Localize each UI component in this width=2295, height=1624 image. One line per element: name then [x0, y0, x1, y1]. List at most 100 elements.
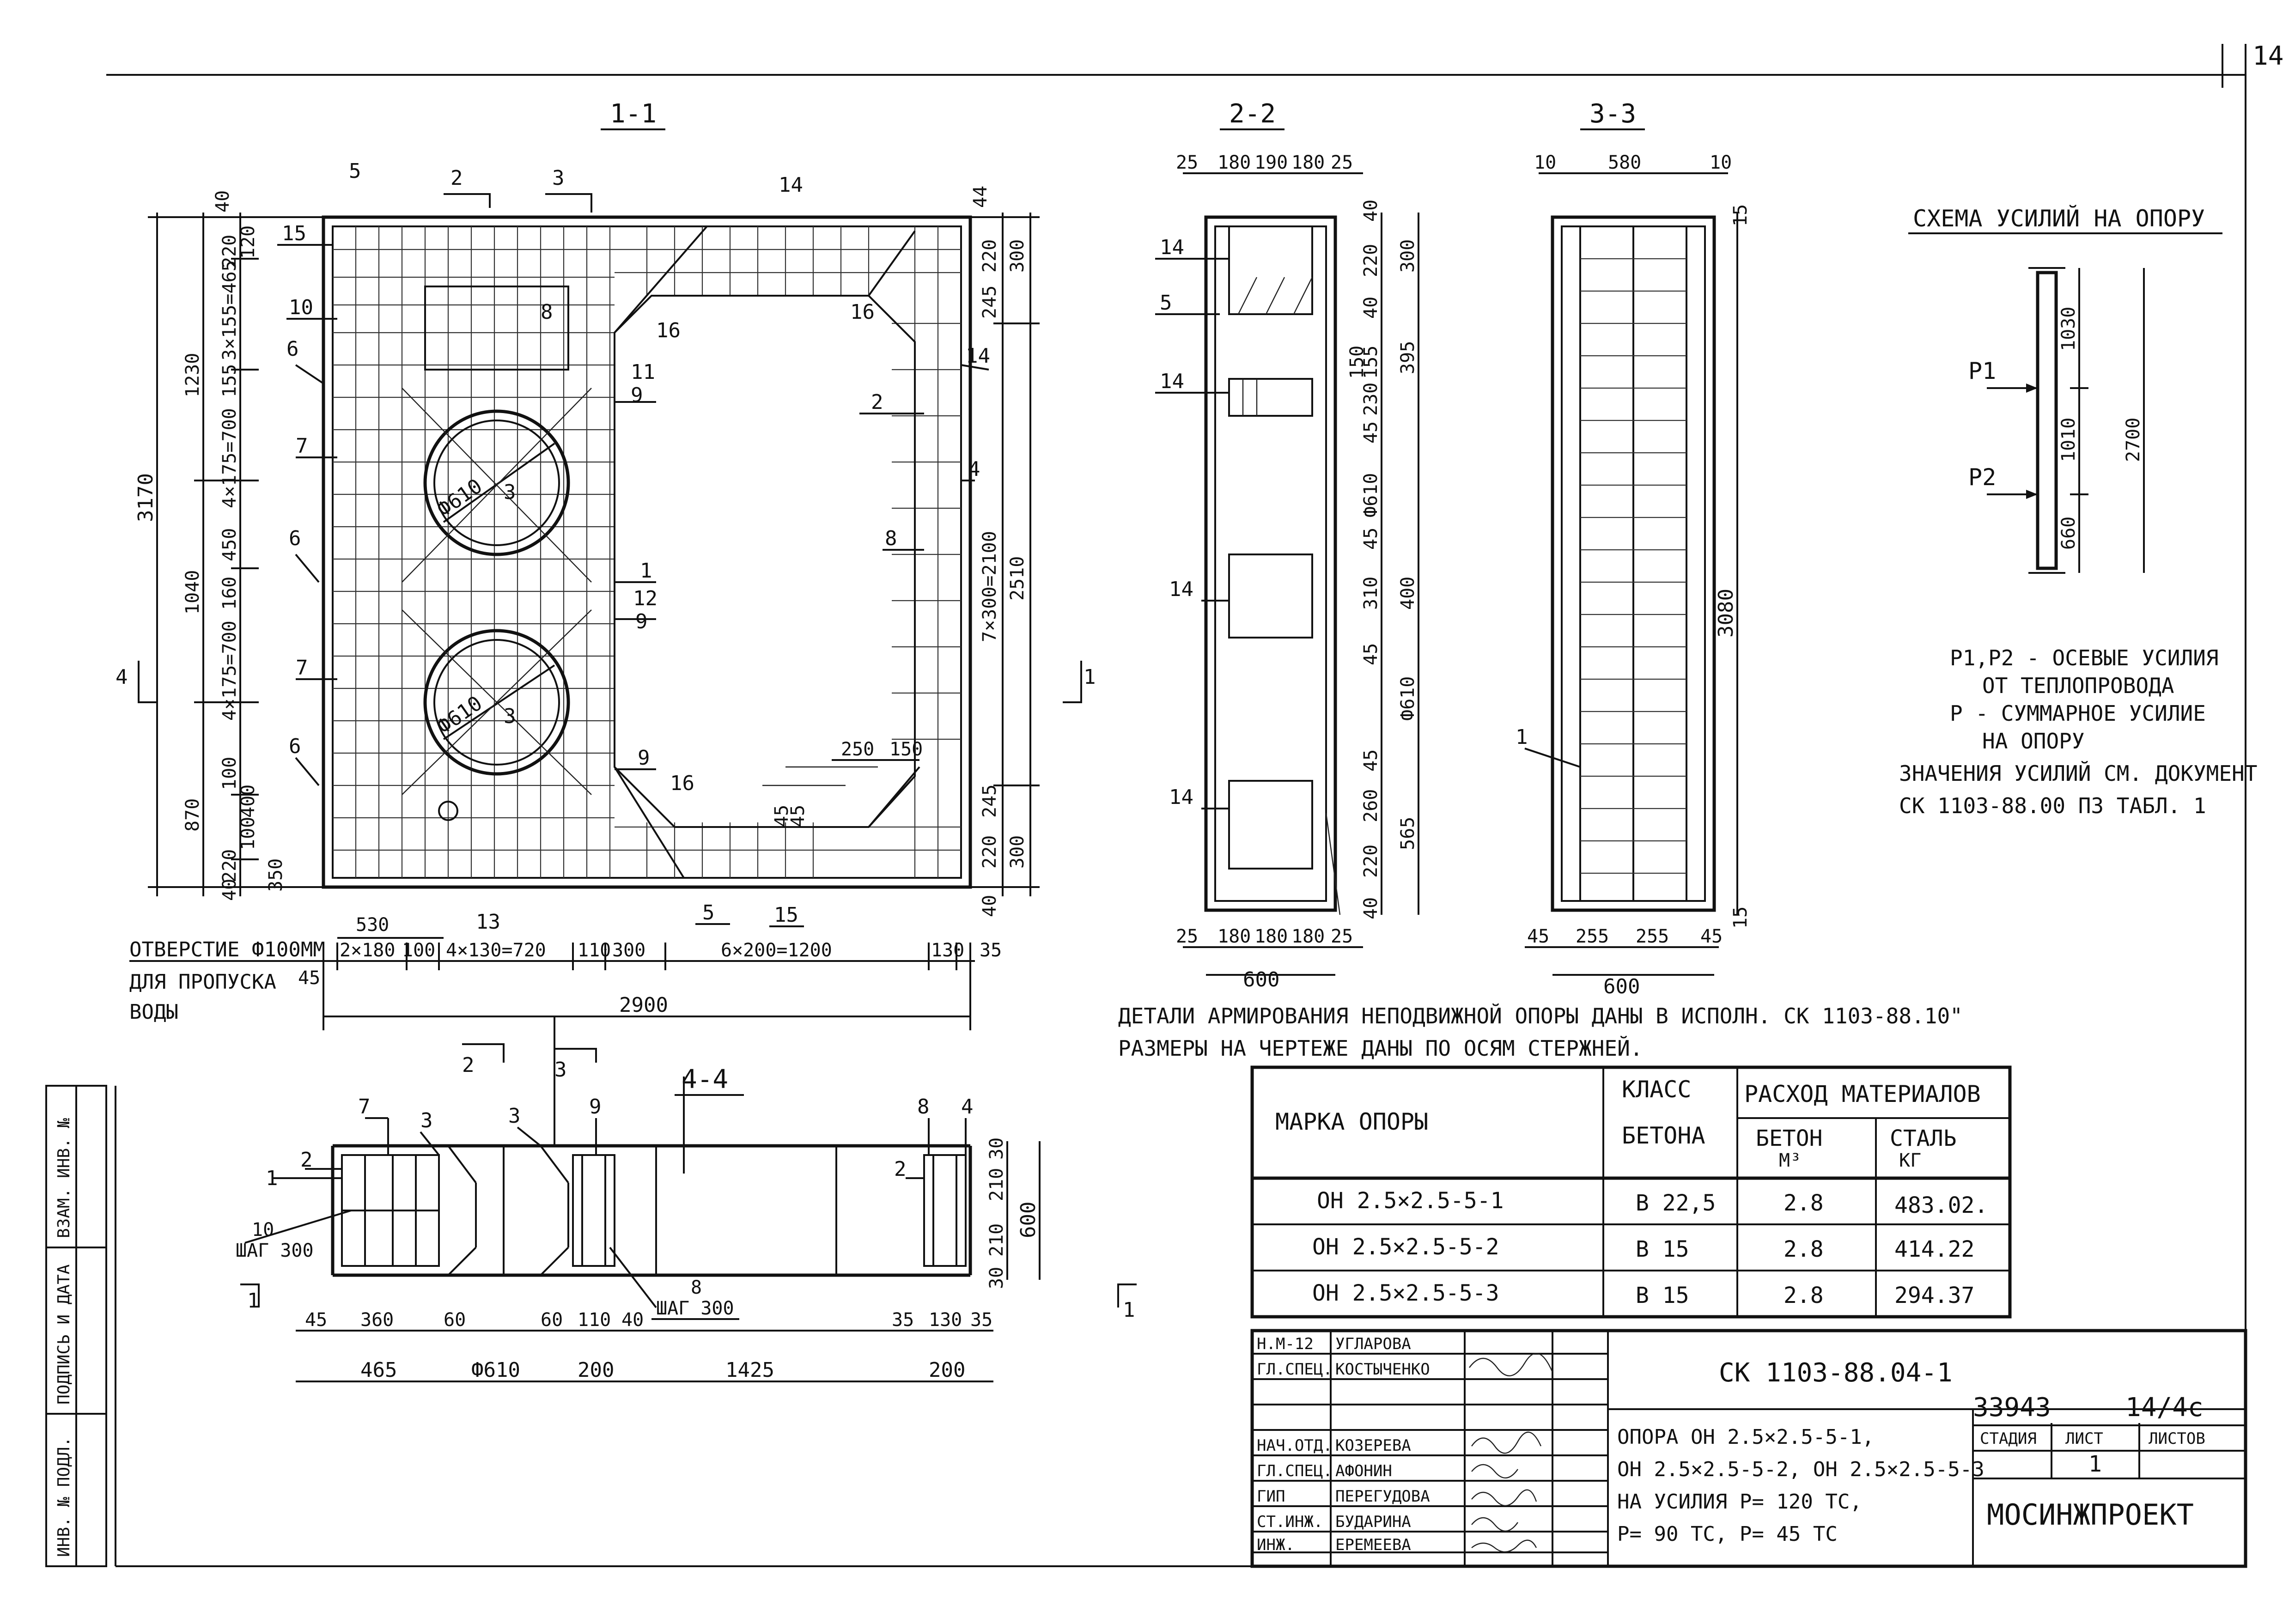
v44-dim-35a: 35	[892, 1309, 914, 1331]
view-1-1-right-dims: 44 220 300 245 7×300=2100 2510 245 220 3…	[970, 186, 1040, 917]
force-note-2: ОТ ТЕПЛОПРОВОДА	[1982, 673, 2174, 698]
view-1-1-left-dims: 3170 1230 1040 870 155 4×175=700 160 450…	[134, 190, 333, 901]
right-dim-2510: 2510	[1007, 556, 1028, 601]
force-note-3: P - СУММАРНОЕ УСИЛИЕ	[1950, 701, 2206, 726]
v22-top-190: 190	[1254, 152, 1288, 173]
overall-width-2900: 2900	[619, 993, 668, 1017]
description-line-2: ОН 2.5×2.5-5-2, ОН 2.5×2.5-5-3	[1617, 1458, 1985, 1481]
side-stamp-replace: ВЗАМ. ИНВ. №	[55, 1118, 73, 1238]
v22-mark-14-d: 14	[1169, 785, 1193, 809]
v33-height-3080: 3080	[1714, 589, 1738, 638]
v44-cut-2: 2	[462, 1053, 475, 1077]
signature-scribble	[1471, 1464, 1518, 1479]
v44-cut-1-left: 1	[247, 1289, 260, 1313]
window-opening	[424, 286, 569, 371]
mark-14-right: 14	[966, 344, 990, 368]
v44-dim-360: 360	[360, 1309, 394, 1331]
v22-right-45d: 45	[1360, 749, 1382, 772]
mark-10: 10	[289, 296, 313, 319]
left-dim-400: 400	[237, 785, 259, 818]
v33-top-10a: 10	[1534, 152, 1556, 173]
description-line-4: P= 90 ТС, P= 45 ТС	[1617, 1522, 1838, 1546]
v22-right-40a: 40	[1360, 200, 1382, 222]
bottom-dim-100: 100	[402, 940, 435, 961]
v33-mark-1: 1	[1516, 725, 1528, 749]
spec-header-consumption: РАСХОД МАТЕРИАЛОВ	[1744, 1081, 1981, 1107]
spec-header-concrete-2: М³	[1779, 1150, 1801, 1171]
spec-header-steel-2: КГ	[1899, 1150, 1921, 1171]
v22-bottom-180b: 180	[1254, 926, 1288, 947]
sign-role-2: ГЛ.СПЕЦ.	[1257, 1360, 1333, 1379]
v44-dim-60a: 60	[444, 1309, 466, 1331]
mark-3-upper: 3	[504, 481, 516, 504]
v44-right-600: 600	[1017, 1202, 1040, 1238]
v22-width-600: 600	[1243, 968, 1279, 991]
v44-dim-35b: 35	[970, 1309, 992, 1331]
top-dim-220-right: 220	[979, 239, 1000, 273]
inner-dim-45a: 45	[771, 805, 792, 827]
v44-right-210b: 210	[986, 1223, 1007, 1257]
left-dim-450: 450	[219, 528, 240, 561]
v33-bottom-255b: 255	[1636, 926, 1669, 947]
sheets-label: ЛИСТОВ	[2149, 1429, 2205, 1448]
v44-step-note-b: ШАГ 300	[656, 1298, 734, 1319]
v22-mark-14-b: 14	[1160, 370, 1184, 393]
mark-6-c: 6	[289, 735, 301, 758]
mark-6-a: 6	[286, 337, 299, 361]
v22-right-610a: Ф610	[1360, 473, 1382, 517]
spec-row-1-concrete: 2.8	[1784, 1190, 1824, 1216]
mark-9-c: 9	[638, 746, 650, 770]
v44-dim-465: 465	[360, 1358, 397, 1382]
central-opening	[614, 295, 916, 828]
left-dim-220: 220	[219, 849, 240, 882]
left-dim-100b: 100	[237, 817, 259, 850]
section-title-2-2: 2-2	[1229, 99, 1276, 129]
section-title-4-4: 4-4	[682, 1064, 728, 1095]
hole-note-line-2: ДЛЯ ПРОПУСКА	[129, 970, 276, 994]
page-number: 14	[2252, 41, 2283, 71]
mark-16-c: 16	[670, 772, 694, 795]
section-title-3-3: 3-3	[1589, 99, 1636, 129]
right-dim-220: 220	[979, 835, 1000, 869]
top-dim-220: 220	[219, 235, 240, 268]
force-note-1: P1,P2 - ОСЕВЫЕ УСИЛИЯ	[1950, 645, 2219, 670]
v44-right-210a: 210	[986, 1168, 1007, 1201]
mark-9-b: 9	[635, 610, 648, 633]
mark-5-top: 5	[349, 159, 361, 183]
force-p2: P2	[1968, 464, 1996, 491]
organization: МОСИНЖПРОЕКТ	[1987, 1498, 2194, 1532]
v44-step-note-a: ШАГ 300	[236, 1240, 314, 1261]
pipe-label-upper: Ф610	[433, 474, 487, 522]
right-dim-300: 300	[1007, 835, 1028, 869]
v44-mark-2a: 2	[300, 1148, 313, 1172]
left-dim-total: 3170	[134, 473, 158, 522]
spec-row-2-class: В 15	[1636, 1236, 1689, 1262]
v22-top-180b: 180	[1291, 152, 1325, 173]
sheet-number: 1	[2088, 1451, 2102, 1477]
top-dim-300-right: 300	[1007, 239, 1028, 273]
hole-note-line-1: ОТВЕРСТИЕ Ф100ММ	[129, 938, 325, 961]
mark-15-top: 15	[282, 222, 306, 245]
pipe-circle-upper	[423, 409, 570, 556]
v44-dim-45: 45	[305, 1309, 327, 1331]
hole-note-line-3: ВОДЫ	[129, 1000, 178, 1024]
force-scheme: СХЕМА УСИЛИЙ НА ОПОРУ P1 P2 1030 1010 66…	[1899, 205, 2257, 818]
bottom-dim-2x180: 2×180	[340, 940, 395, 961]
top-dim-44: 44	[970, 186, 991, 208]
v44-mark-7: 7	[358, 1095, 371, 1119]
v22-right-565: 565	[1397, 817, 1418, 850]
v44-step-mark-10: 10	[252, 1219, 274, 1241]
spec-row-3-class: В 15	[1636, 1283, 1689, 1308]
left-dim-870: 870	[182, 798, 203, 832]
v22-top-25b: 25	[1331, 152, 1353, 173]
v22-bottom-180c: 180	[1291, 926, 1325, 947]
v44-mark-4: 4	[961, 1095, 974, 1119]
signature-scribble	[1471, 1539, 1537, 1552]
v33-top-580: 580	[1608, 152, 1641, 173]
spec-table: МАРКА ОПОРЫ КЛАСС БЕТОНА РАСХОД МАТЕРИАЛ…	[1250, 1065, 2012, 1319]
v22-right-45a: 45	[1360, 421, 1382, 444]
v44-right-30b: 30	[986, 1267, 1007, 1289]
top-dim-465: 3×155=465	[219, 260, 240, 360]
v33-bottom-45a: 45	[1527, 926, 1549, 947]
side-stamp-inv: ИНВ. № ПОДЛ.	[55, 1437, 73, 1557]
